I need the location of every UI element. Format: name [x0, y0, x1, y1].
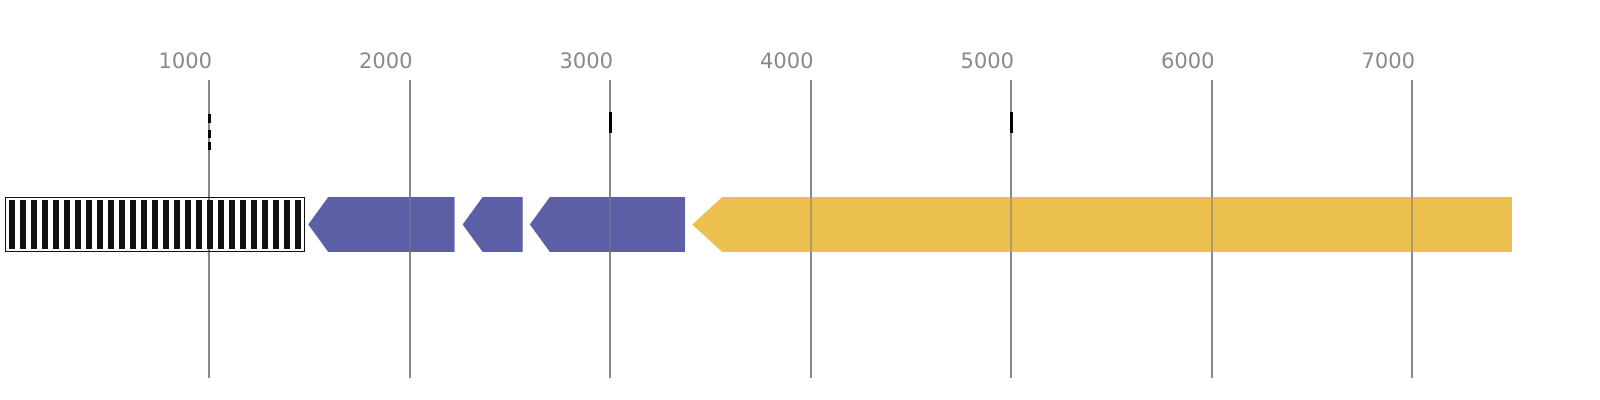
gridline-over-feature [1010, 197, 1012, 252]
hatched-feature-box [4, 197, 306, 252]
gridline-over-feature [809, 197, 812, 252]
axis-tick-label: 1000 [158, 49, 212, 73]
gridline-over-feature [408, 197, 411, 252]
ruler-mark [207, 114, 211, 123]
ruler-mark [608, 112, 612, 133]
axis-tick-label: 2000 [359, 49, 413, 73]
ruler-mark [1009, 112, 1013, 133]
gene-arrow-feature-5 [692, 197, 1513, 252]
gridline-over-feature [609, 197, 611, 252]
gene-arrow-feature-3 [462, 197, 523, 252]
axis-tick-label: 5000 [960, 49, 1014, 73]
gridline-over-feature [1411, 197, 1413, 252]
gene-arrow-feature-4 [529, 197, 686, 252]
gridline-over-feature [1210, 197, 1213, 252]
axis-tick-label: 3000 [559, 49, 613, 73]
axis-tick-label: 6000 [1161, 49, 1215, 73]
gene-arrow-feature-2 [308, 197, 455, 252]
ruler-mark [207, 130, 211, 138]
axis-tick-label: 7000 [1361, 49, 1415, 73]
axis-tick-label: 4000 [760, 49, 814, 73]
ruler-mark [207, 142, 211, 150]
